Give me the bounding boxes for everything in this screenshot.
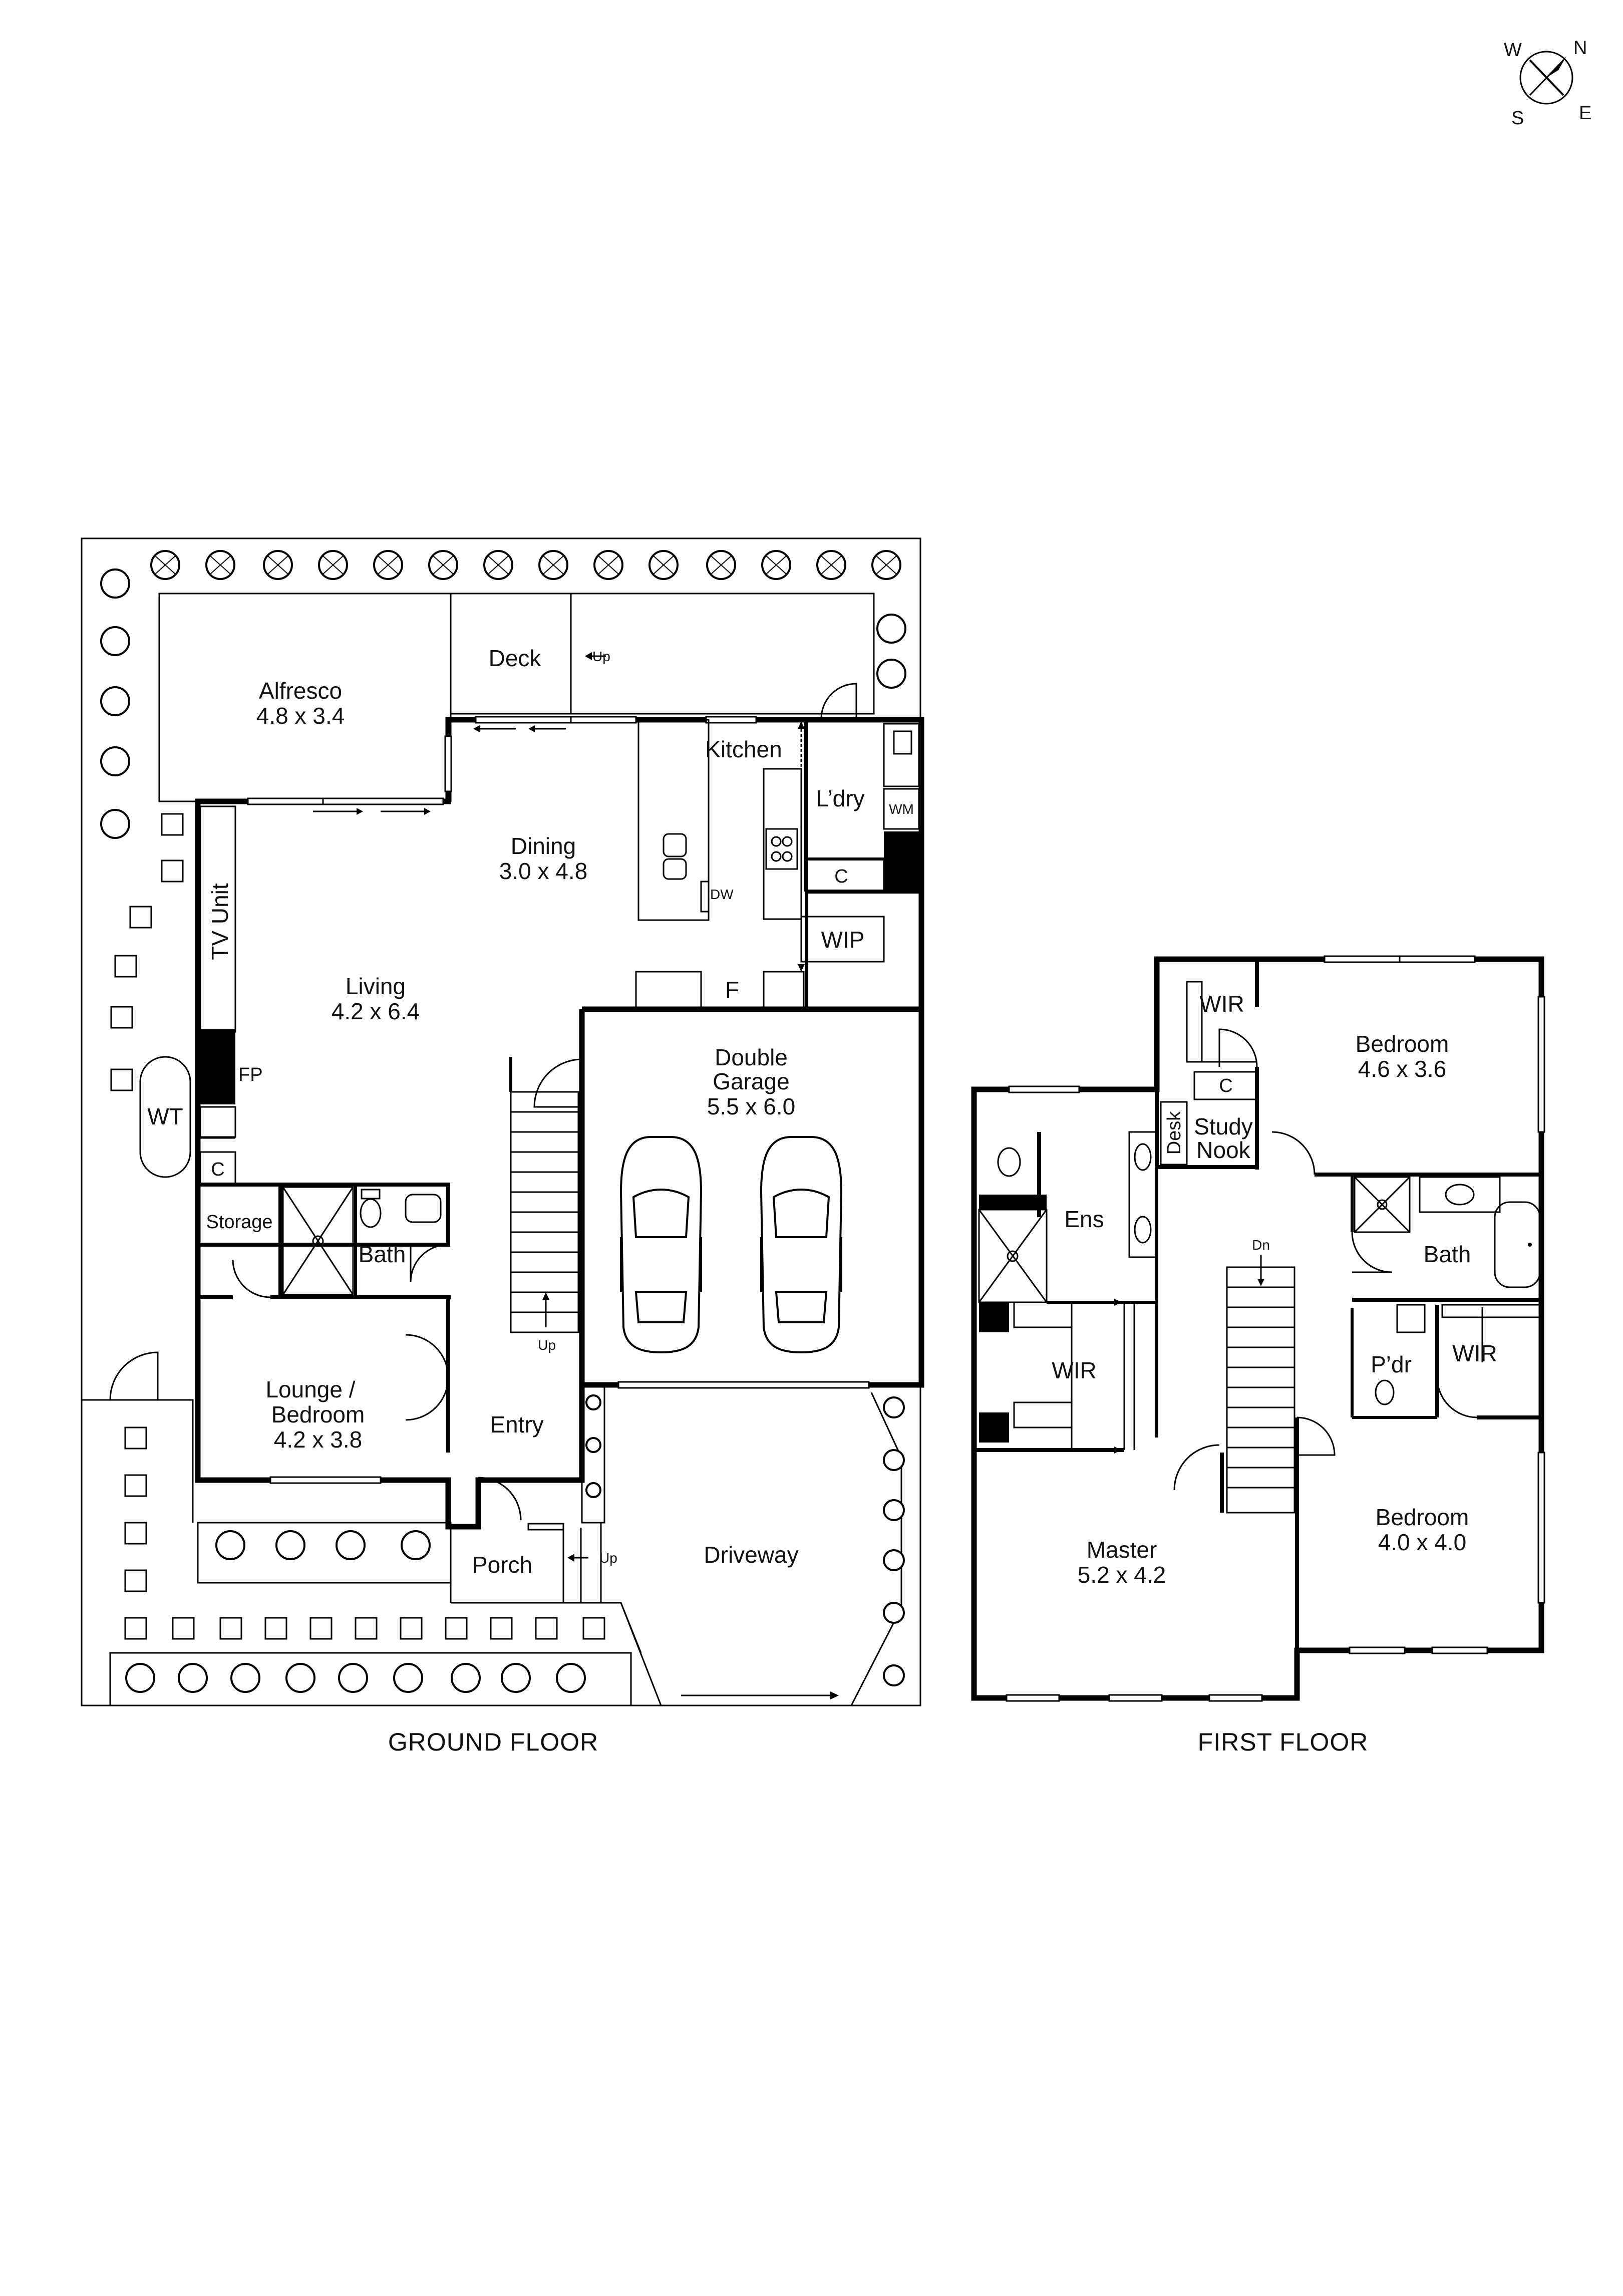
fireplace-label: FP [238,1064,263,1085]
garage-dims: 5.5 x 6.0 [707,1093,795,1119]
lounge-label-2: Bedroom [271,1401,365,1427]
water-tank-label: WT [147,1103,183,1129]
dining-label: Dining [511,833,576,859]
shower-ground [282,1186,354,1296]
alfresco-dims: 4.8 x 3.4 [256,703,345,729]
desk-label: Desk [1164,1111,1185,1155]
toilet-pdr [1375,1379,1395,1405]
bedroom2-label: Bedroom [1376,1504,1469,1530]
wip-label: WIP [821,927,865,953]
deck-area [450,593,875,715]
first-floor-exterior-walls [971,956,1544,1701]
laundry-bench [883,723,920,787]
laundry-label: L’dry [816,785,864,811]
living-label: Living [346,973,406,999]
first-floor-plan: WIR Bedroom 4.6 x 3.6 C Desk Study Nook … [971,955,1545,1756]
fridge-space [635,971,702,1010]
ground-floor-caption: GROUND FLOOR [388,1728,598,1756]
study-cupboard-label: C [1219,1075,1232,1096]
deck-label: Deck [489,645,542,671]
first-floor-caption: FIRST FLOOR [1198,1728,1369,1756]
stair-up-label: Up [538,1337,556,1353]
master-dims: 5.2 x 4.2 [1078,1562,1166,1588]
bedroom1-label: Bedroom [1356,1031,1449,1057]
lounge-dims: 4.2 x 3.8 [274,1426,362,1453]
compass-south: S [1511,108,1524,129]
car-left [619,1136,703,1354]
deck-up-label: Up [592,649,610,664]
wm-label: WM [889,801,914,817]
kitchen-island [637,719,710,921]
fireplace [200,1029,235,1104]
ground-stair [510,1091,579,1333]
washing-machine [883,788,920,830]
desk [1160,1101,1188,1166]
stepping-stones [110,813,605,1640]
compass-north: N [1573,38,1587,59]
dining-dims: 3.0 x 4.8 [499,858,587,884]
alfresco-label: Alfresco [259,678,342,704]
toilet-ensuite [997,1147,1021,1177]
compass-east: E [1579,103,1591,124]
living-dims: 4.2 x 6.4 [332,998,420,1024]
master-label: Master [1087,1537,1157,1563]
bedroom2-dims: 4.0 x 4.0 [1378,1529,1466,1555]
study-label-1: Study [1194,1113,1253,1139]
wir-master-label: WIR [1052,1357,1096,1383]
dishwasher-label: DW [710,887,734,902]
wir-top-label: WIR [1199,991,1244,1017]
cooktop [765,828,798,870]
bathtub [1494,1201,1541,1288]
car-right [760,1136,843,1354]
vanity-ground [405,1194,442,1223]
laundry-cupboard-label: C [834,866,848,887]
bath-ground-label: Bath [359,1241,406,1267]
pdr-label: P’dr [1371,1351,1412,1377]
kitchen-bench [763,768,802,920]
bath-first-label: Bath [1424,1241,1471,1267]
vanity-first [1419,1176,1501,1213]
dn-label: Dn [1252,1237,1270,1253]
ground-floor-plan: Alfresco 4.8 x 3.4 Deck Up Kitchen L’dry… [81,537,924,1756]
lounge-label-1: Lounge / [265,1376,355,1402]
compass-west: W [1504,40,1522,61]
water-tank [139,1056,191,1178]
garden-bed-right-strip [581,1384,605,1524]
toilet-ground [360,1198,382,1228]
wip-shelf [800,916,885,963]
study-label-2: Nook [1196,1137,1250,1163]
first-floor-stair [1226,1255,1295,1514]
garage-label-1: Double [715,1044,788,1070]
fridge-label: F [725,977,739,1003]
kitchen-label: Kitchen [705,736,782,762]
garage-label-2: Garage [713,1068,789,1094]
study-cupboard [1193,1071,1258,1100]
ensuite-vanity [1128,1131,1158,1258]
storage-label: Storage [206,1212,272,1233]
compass: N W S E [1504,38,1591,129]
porch-up-label: Up [599,1550,617,1566]
bedroom1-dims: 4.6 x 3.6 [1358,1056,1446,1082]
entry-label: Entry [490,1411,543,1438]
wir-right-label: WIR [1452,1340,1497,1366]
driveway-label: Driveway [704,1542,798,1568]
driveway-edge [850,1392,902,1706]
living-cupboard-label: C [211,1159,224,1180]
porch-label: Porch [472,1552,532,1578]
shower-first [1354,1176,1411,1233]
tv-unit-label: TV Unit [207,883,233,960]
ens-label: Ens [1064,1206,1104,1232]
